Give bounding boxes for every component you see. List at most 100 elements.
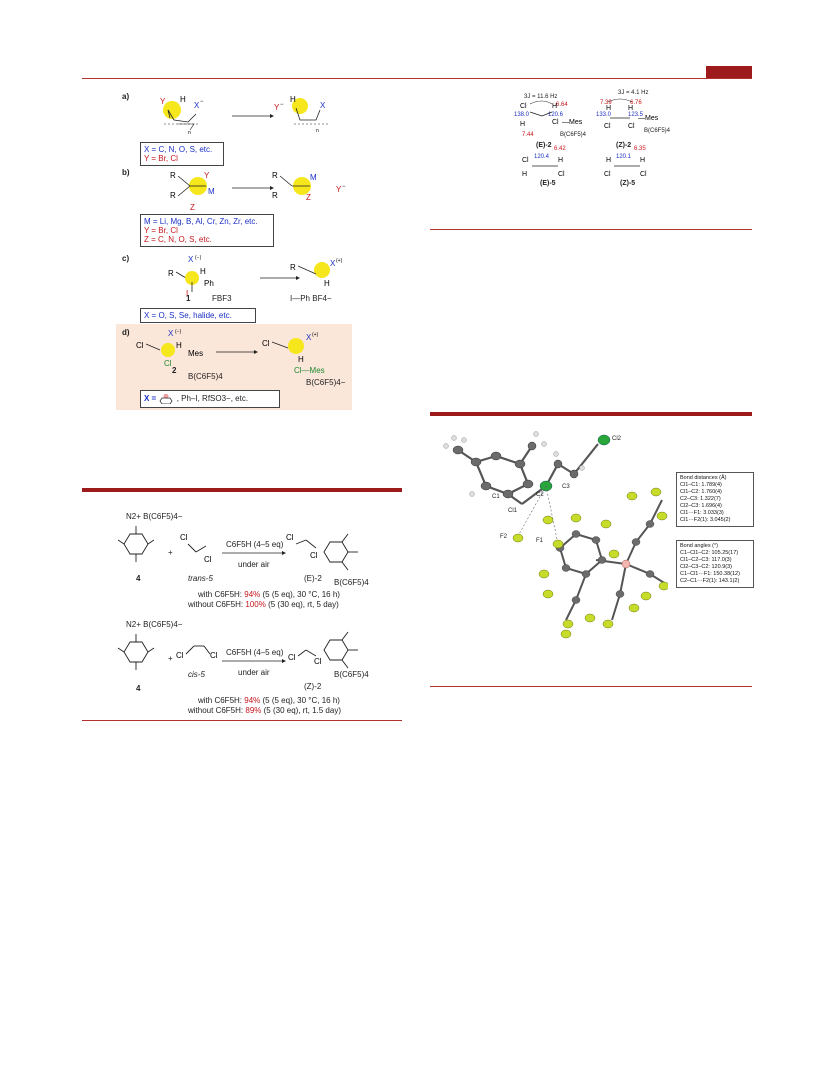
- product-e2-structure: Cl Cl: [286, 533, 358, 571]
- highlight-mark: [163, 101, 181, 119]
- svg-text:Cl: Cl: [314, 657, 322, 666]
- yield-z-without: without C6F5H: 89% (5 (30 eq), rt, 1.5 d…: [188, 706, 341, 715]
- panel-c-label: c): [122, 254, 130, 263]
- svg-text:Cl: Cl: [604, 123, 611, 130]
- svg-text:n: n: [316, 128, 319, 134]
- panel-b-scheme: R R Y M Z R R M Z Y −: [170, 171, 346, 212]
- svg-text:H: H: [200, 267, 206, 276]
- svg-text:Cl: Cl: [522, 157, 529, 164]
- e5-shift: 6.42: [554, 146, 566, 152]
- svg-text:M: M: [208, 187, 215, 196]
- svg-text:X: X: [330, 259, 336, 268]
- distance-row: Cl1–C2: 1.760(4): [680, 489, 722, 495]
- svg-text:H: H: [324, 279, 330, 288]
- angle-row: C1–Cl1···F1: 150.38(12): [680, 571, 740, 577]
- distance-row: Cl1···F1: 3.033(3): [680, 510, 724, 516]
- yield-z-without-value: 89%: [245, 706, 262, 715]
- svg-text:Ph: Ph: [204, 279, 214, 288]
- atom-y: Y: [160, 97, 166, 106]
- z5-label: (Z)-5: [620, 180, 636, 187]
- cis-dichloroethene: Cl Cl: [176, 645, 218, 660]
- yield-z-without-label: without C6F5H:: [188, 706, 244, 715]
- svg-text:H: H: [552, 103, 557, 110]
- svg-text:Cl: Cl: [552, 119, 559, 126]
- nmr-bottom-rule: [430, 229, 752, 230]
- svg-text:X: X: [168, 329, 174, 338]
- halogen-contacts: [517, 485, 559, 545]
- svg-text:R: R: [290, 263, 296, 272]
- arrow-bottom: [222, 659, 286, 663]
- yield-z-with-label: with C6F5H:: [198, 696, 243, 705]
- atom-x: X: [194, 101, 200, 110]
- svg-text:Cl: Cl: [180, 533, 188, 542]
- panel-c-counterion: I—Ph BF4−: [290, 294, 332, 303]
- z5-structure: H H Cl Cl: [604, 157, 647, 178]
- svg-text:Y: Y: [336, 185, 342, 194]
- svg-text:Cl: Cl: [286, 533, 294, 542]
- panel-d-label: d): [122, 328, 130, 337]
- yield-e-without-label: without C6F5H:: [188, 600, 244, 609]
- arene-ring-icon: [160, 393, 173, 405]
- z5-shift: 6.35: [634, 146, 646, 152]
- svg-text:H: H: [606, 157, 611, 164]
- yield-e-with: with C6F5H: 94% (5 (5 eq), 30 °C, 16 h): [198, 590, 340, 599]
- legend-x: X = C, N, O, S, etc.: [144, 145, 213, 154]
- svg-text:Y: Y: [204, 171, 210, 180]
- svg-text:H: H: [522, 171, 527, 178]
- angles-title: Bond angles (°): [680, 543, 718, 549]
- svg-text:X: X: [306, 333, 312, 342]
- svg-text:(+): (+): [312, 332, 319, 338]
- atom-h: H: [180, 95, 186, 104]
- legend-y: Y = Br, Cl: [144, 154, 178, 163]
- svg-text:Mes: Mes: [188, 349, 203, 358]
- svg-text:H: H: [606, 105, 611, 112]
- yield-z-without-cond: (5 (30 eq), rt, 1.5 day): [263, 706, 341, 715]
- bond-distances-box: Bond distances (Å) Cl1–C1: 1.789(4) Cl1–…: [676, 472, 754, 527]
- diazonium-label-bottom: N2+ B(C6F5)4−: [126, 620, 183, 629]
- n-index: n: [188, 130, 191, 136]
- e2-coupling: 3J = 11.6 Hz: [524, 94, 558, 100]
- svg-text:H: H: [290, 95, 296, 104]
- crystal-top-rule: [430, 412, 752, 416]
- svg-text:Z: Z: [190, 203, 195, 212]
- arrow-top: [222, 551, 286, 555]
- svg-text:(+): (+): [336, 258, 343, 264]
- bond-angles-box: Bond angles (°) C1–Cl1–C2: 105.25(17) Cl…: [676, 540, 754, 588]
- svg-text:R: R: [170, 191, 176, 200]
- legend-z: Z = C, N, O, S, etc.: [144, 235, 212, 244]
- hydrogen-atoms: [443, 431, 585, 497]
- svg-text:Cl: Cl: [520, 103, 527, 110]
- conditions-top: C6F5H (4–5 eq): [226, 540, 284, 549]
- distance-row: Cl1–C1: 1.789(4): [680, 482, 722, 488]
- panel-b-legend: M = Li, Mg, B, Al, Cr, Zn, Zr, etc. Y = …: [140, 214, 274, 247]
- legend-d-rest: , Ph–I, RfSO3−, etc.: [176, 394, 249, 404]
- svg-text:Cl: Cl: [176, 651, 184, 660]
- svg-text:R: R: [272, 171, 278, 180]
- angle-row: C1–Cl1–C2: 105.25(17): [680, 550, 739, 556]
- crystal-bottom-rule: [430, 686, 752, 687]
- yield-e-without-cond: (5 (30 eq), rt, 5 day): [268, 600, 339, 609]
- trans-dichloroethene: Cl Cl: [180, 533, 212, 564]
- svg-text:Cl: Cl: [558, 171, 565, 178]
- z2-shift-left: 7.39: [600, 100, 612, 106]
- atom-label-c1: C1: [492, 494, 500, 500]
- e2-shift-top: 6.64: [556, 102, 568, 108]
- under-air-bottom: under air: [238, 668, 270, 677]
- panel-d-scheme: X (−) Cl H Mes Cl Cl X (+) H: [136, 329, 319, 368]
- legend-x-d: X =: [144, 394, 157, 404]
- panel-a-scheme: Y H X − n Y − H X n: [160, 95, 328, 136]
- svg-text:H: H: [520, 121, 525, 128]
- yield-e-with-label: with C6F5H:: [198, 590, 243, 599]
- mesityl-diazonium-top: [117, 526, 155, 562]
- atom-label-cl1: Cl1: [508, 508, 518, 514]
- atom-label-f2: F2: [500, 534, 508, 540]
- cl2-atom: [597, 434, 611, 446]
- svg-text:R: R: [272, 191, 278, 200]
- svg-text:Cl: Cl: [604, 171, 611, 178]
- atom-label-f1: F1: [536, 538, 544, 544]
- scheme-top-rule: [82, 488, 402, 492]
- panel-d-product-anion: B(C6F5)4−: [306, 378, 346, 387]
- reagent-4-top: 4: [136, 574, 141, 583]
- reagent-4-bottom: 4: [136, 684, 141, 693]
- svg-text:X: X: [188, 255, 194, 264]
